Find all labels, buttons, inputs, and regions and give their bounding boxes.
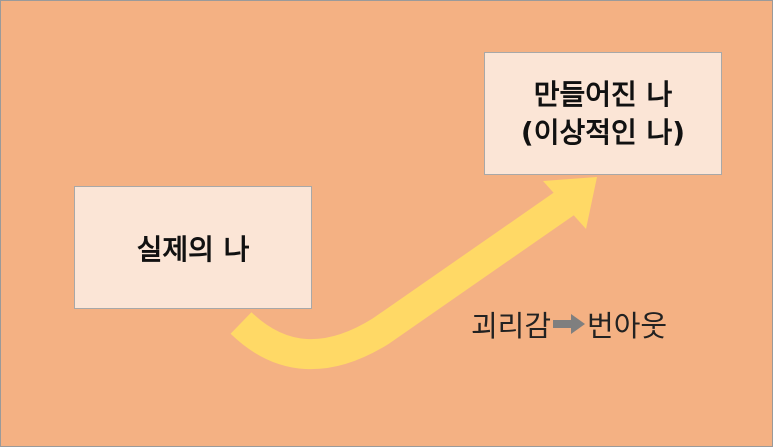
- real-self-label: 실제의 나: [136, 232, 250, 266]
- ideal-self-line1: 만들어진 나: [533, 77, 673, 111]
- ideal-self-box: 만들어진 나 (이상적인 나): [484, 52, 722, 175]
- right-arrow-icon: [553, 307, 586, 341]
- result-label: 번아웃: [587, 309, 668, 343]
- gap-label: 괴리감: [471, 309, 552, 343]
- real-self-box: 실제의 나: [74, 186, 312, 309]
- gap-to-burnout-caption: 괴리감 번아웃: [471, 304, 667, 344]
- ideal-self-line2: (이상적인 나): [520, 115, 686, 149]
